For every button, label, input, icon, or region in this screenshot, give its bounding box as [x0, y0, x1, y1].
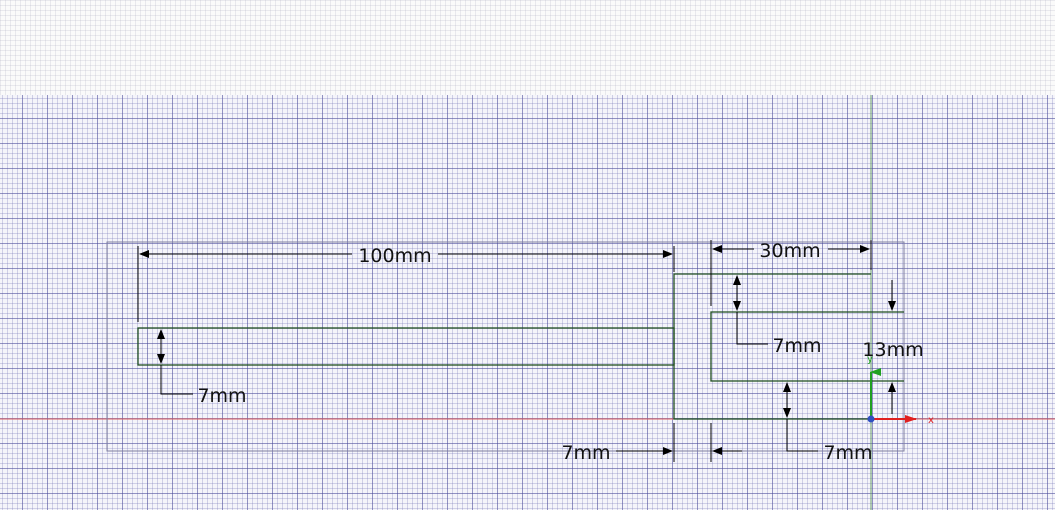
- left-bar: [137, 327, 675, 366]
- dim-label-13: 13mm: [862, 339, 923, 361]
- dim-label-30: 30mm: [759, 240, 820, 262]
- dim-label-7-bottom-left: 7mm: [561, 442, 610, 464]
- slot-outline: [710, 311, 904, 382]
- sketch-geometry: [137, 273, 904, 420]
- clamp-outline: [673, 273, 871, 420]
- sketch-bounding-box: [106, 241, 905, 452]
- dimension-100: 100mm: [137, 245, 675, 322]
- dim-label-100: 100mm: [358, 245, 431, 267]
- y-axis-label: y: [867, 354, 873, 365]
- dimension-13: 13mm: [862, 280, 924, 414]
- dimension-7-bottom-left: 7mm: [561, 423, 742, 464]
- dim-label-7-left: 7mm: [197, 385, 246, 407]
- origin-point[interactable]: [867, 415, 875, 423]
- dimension-7-right-top: 7mm: [733, 275, 822, 357]
- x-axis-label: x: [928, 415, 934, 426]
- dim-label-7-bottom-right: 7mm: [823, 442, 872, 464]
- origin-axes-indicator: x y: [867, 354, 934, 426]
- dimension-30: 30mm: [710, 240, 872, 306]
- dim-label-7-right-top: 7mm: [772, 335, 821, 357]
- viewport-background: [0, 0, 1055, 95]
- sketch-grid: [0, 95, 1055, 510]
- dimension-7-left: 7mm: [157, 329, 247, 407]
- dimension-7-bottom-right: 7mm: [783, 382, 873, 464]
